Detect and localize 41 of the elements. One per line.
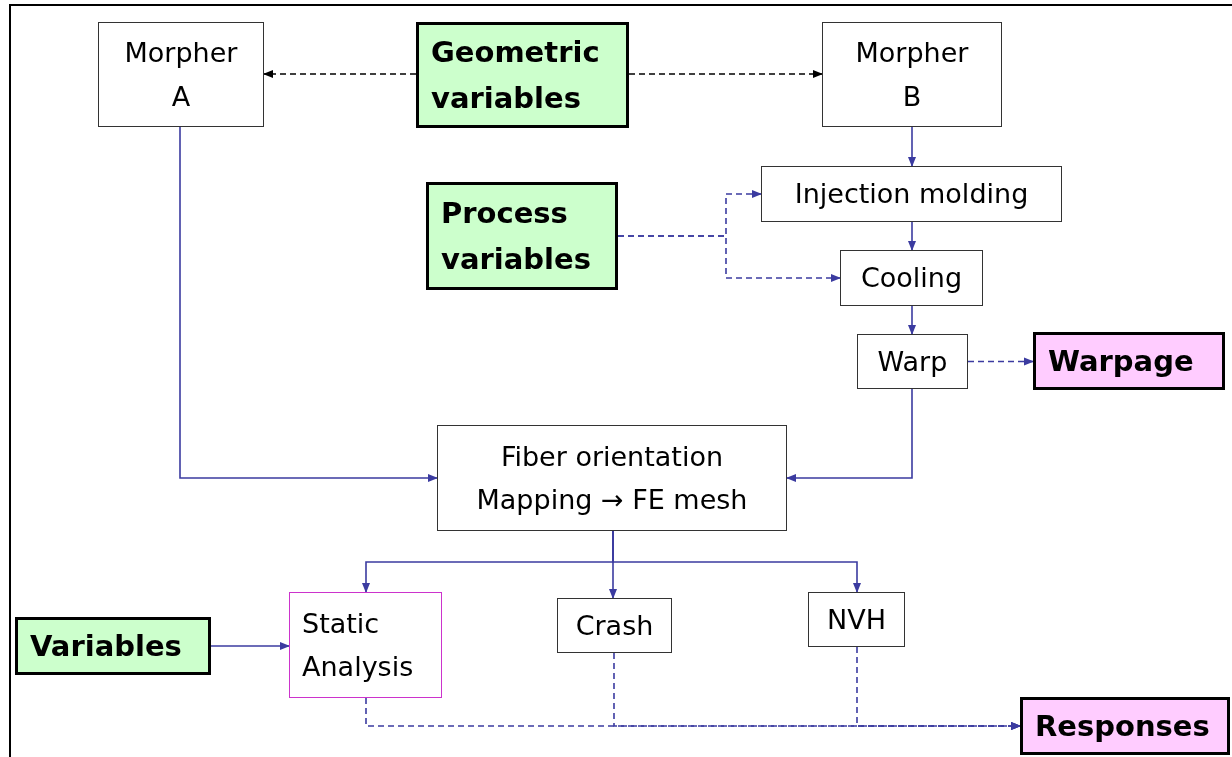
- arrow: [612, 530, 861, 593]
- node-label: Warpage: [1048, 342, 1194, 380]
- arrow: [617, 235, 841, 282]
- process-box: [98, 22, 264, 127]
- process-box: [857, 334, 968, 389]
- node-label: Injection molding: [794, 177, 1029, 212]
- node-label: Warp: [877, 344, 948, 379]
- arrow: [967, 357, 1034, 366]
- arrow: [908, 221, 916, 251]
- node-label: Morpher A: [123, 36, 239, 114]
- arrow: [786, 388, 913, 482]
- input-box: [416, 22, 629, 128]
- arrow: [179, 126, 438, 482]
- input-box: [15, 617, 211, 675]
- process-box: [840, 250, 983, 306]
- process-box: [761, 166, 1062, 222]
- arrow: [263, 70, 417, 78]
- node-label: NVH: [827, 602, 886, 637]
- process-box: [557, 598, 672, 653]
- process-box: [437, 425, 787, 531]
- arrow: [210, 642, 290, 650]
- analysis-box: [289, 592, 442, 698]
- arrow: [628, 70, 823, 78]
- node-label: Responses: [1035, 707, 1210, 745]
- process-box: [822, 22, 1002, 127]
- node-label: Morpher B: [854, 36, 970, 114]
- arrow: [908, 126, 916, 167]
- node-label: Cooling: [860, 261, 963, 296]
- process-box: [808, 592, 905, 647]
- node-label: Fiber orientation: [500, 439, 724, 474]
- arrow: [908, 305, 916, 335]
- node-label: Variables: [30, 627, 182, 665]
- node-label: Static Analysis: [302, 606, 415, 684]
- node-label: Crash: [575, 608, 654, 643]
- node-label: Mapping → FE mesh: [476, 483, 748, 517]
- input-box: [426, 182, 618, 290]
- node-label: Geometric variables: [431, 33, 601, 117]
- output-box: [1033, 332, 1225, 390]
- arrow: [856, 646, 1021, 730]
- node-label: Process variables: [441, 194, 592, 278]
- output-box: [1020, 697, 1230, 755]
